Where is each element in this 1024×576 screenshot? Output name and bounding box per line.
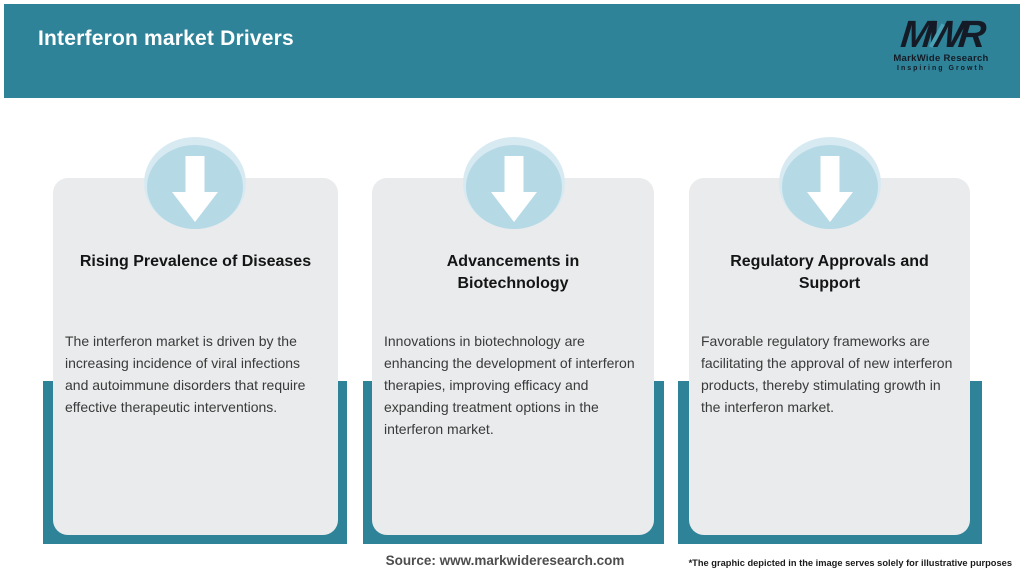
logo-monogram-text: MWR — [898, 14, 984, 56]
card-description: Favorable regulatory frameworks are faci… — [701, 333, 953, 415]
page-title: Interferon market Drivers — [38, 27, 294, 50]
arrow-down-icon — [490, 155, 537, 222]
arrow-circle — [147, 145, 243, 229]
arrow-down-icon — [807, 155, 853, 222]
card-description: The interferon market is driven by the i… — [65, 333, 306, 415]
driver-card-group-3: Regulatory Approvals and Support Favorab… — [678, 137, 982, 545]
driver-card-group-2: Advancements in Biotechnology Innovation… — [363, 137, 664, 545]
driver-card-2: Advancements in Biotechnology Innovation… — [372, 178, 654, 535]
card-description: Innovations in biotechnology are enhanci… — [384, 333, 635, 437]
source-text: Source: www.markwideresearch.com — [385, 553, 625, 568]
logo-name: MarkWide Research — [893, 53, 989, 64]
arrow-down-icon — [172, 155, 218, 222]
card-title: Advancements in Biotechnology — [446, 253, 580, 292]
header-bar: Interferon market Drivers MWR MarkWide R… — [4, 4, 1020, 98]
disclaimer-text: *The graphic depicted in the image serve… — [688, 558, 1012, 568]
markwide-logo: MWR MarkWide Research Inspiring Growth — [876, 14, 1006, 72]
arrow-circle — [782, 145, 878, 229]
card-title: Rising Prevalence of Diseases — [79, 253, 312, 270]
arrow-circle — [465, 145, 562, 229]
driver-card-1: Rising Prevalence of Diseases The interf… — [53, 178, 338, 535]
logo-monogram: MWR — [899, 14, 983, 56]
driver-card-3: Regulatory Approvals and Support Favorab… — [689, 178, 970, 535]
card-title: Regulatory Approvals and Support — [730, 253, 929, 292]
logo-tagline: Inspiring Growth — [897, 65, 985, 72]
driver-card-group-1: Rising Prevalence of Diseases The interf… — [43, 137, 347, 545]
